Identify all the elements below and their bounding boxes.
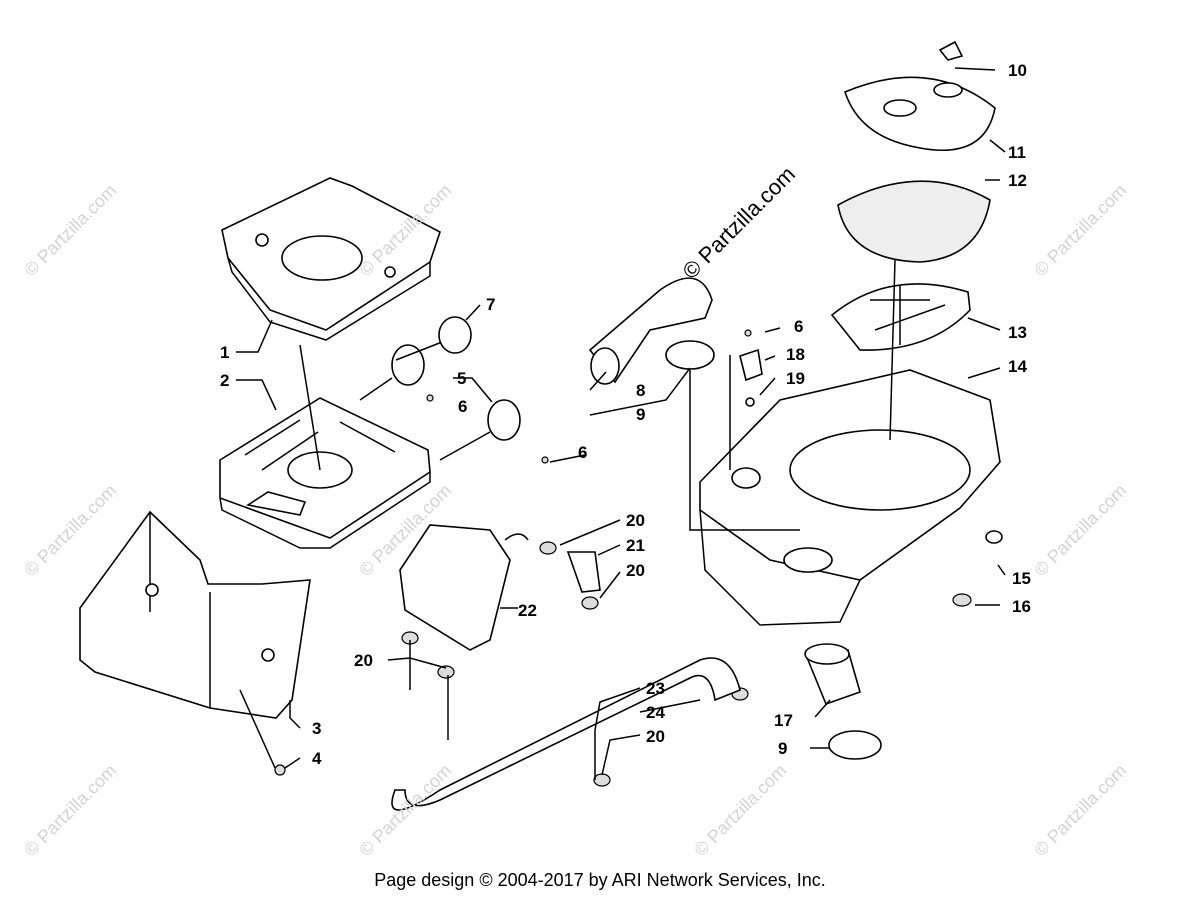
part-9-clamps (665, 340, 882, 760)
callout-13: 13 (1008, 323, 1027, 342)
part-1-cover (221, 177, 441, 341)
part-19-oring (745, 397, 755, 407)
part-23-24-hoses (391, 640, 741, 811)
part-22-tank (399, 524, 529, 651)
callout-20a: 20 (626, 511, 645, 530)
part-7-collar (438, 316, 472, 354)
callout-6a: 6 (458, 397, 467, 416)
part-14-housing (699, 369, 1001, 626)
part-10-wingnut (938, 40, 964, 61)
callout-1: 1 (220, 343, 229, 362)
callout-9a: 9 (636, 405, 645, 424)
part-13-cage (830, 283, 971, 351)
leader-lines (236, 67, 1006, 776)
callout-4: 4 (312, 749, 322, 768)
part-4-screw (239, 689, 286, 776)
callout-19: 19 (786, 369, 805, 388)
footer-copyright: Page design © 2004-2017 by ARI Network S… (374, 870, 826, 890)
callout-17: 17 (774, 711, 793, 730)
part-5-clamps (359, 334, 521, 461)
callout-6c: 6 (794, 317, 803, 336)
part-21-elbow (566, 551, 601, 593)
part-16-pushpin (952, 593, 972, 607)
part-11-lid (844, 76, 996, 152)
part-17-boot (804, 643, 861, 706)
callout-23: 23 (646, 679, 665, 698)
callout-24: 24 (646, 703, 665, 722)
callout-12: 12 (1008, 171, 1027, 190)
callout-18: 18 (786, 345, 805, 364)
callout-21: 21 (626, 536, 645, 555)
callout-20b: 20 (626, 561, 645, 580)
part-18-sensor (739, 348, 763, 382)
callout-5: 5 (457, 369, 466, 388)
callout-9b: 9 (778, 739, 787, 758)
callout-10: 10 (1008, 61, 1027, 80)
part-15-grommet (985, 530, 1003, 544)
callouts: 1 2 3 4 5 6 6 6 7 8 9 9 10 11 12 13 14 1… (220, 61, 1031, 768)
part-8-duct (588, 277, 713, 385)
part-12-filter (837, 180, 991, 263)
callout-20c: 20 (354, 651, 373, 670)
callout-14: 14 (1008, 357, 1027, 376)
callout-15: 15 (1012, 569, 1031, 588)
callout-16: 16 (1012, 597, 1031, 616)
part-3-shield (79, 510, 311, 719)
part-6-screws (426, 329, 752, 464)
callout-2: 2 (220, 371, 229, 390)
callout-6b: 6 (578, 443, 587, 462)
callout-7: 7 (486, 295, 495, 314)
part-20-clamps (401, 541, 749, 787)
callout-3: 3 (312, 719, 321, 738)
callout-11: 11 (1008, 143, 1026, 162)
callout-22: 22 (518, 601, 537, 620)
part-2-base (219, 397, 431, 549)
callout-20d: 20 (646, 727, 665, 746)
callout-8: 8 (636, 381, 645, 400)
